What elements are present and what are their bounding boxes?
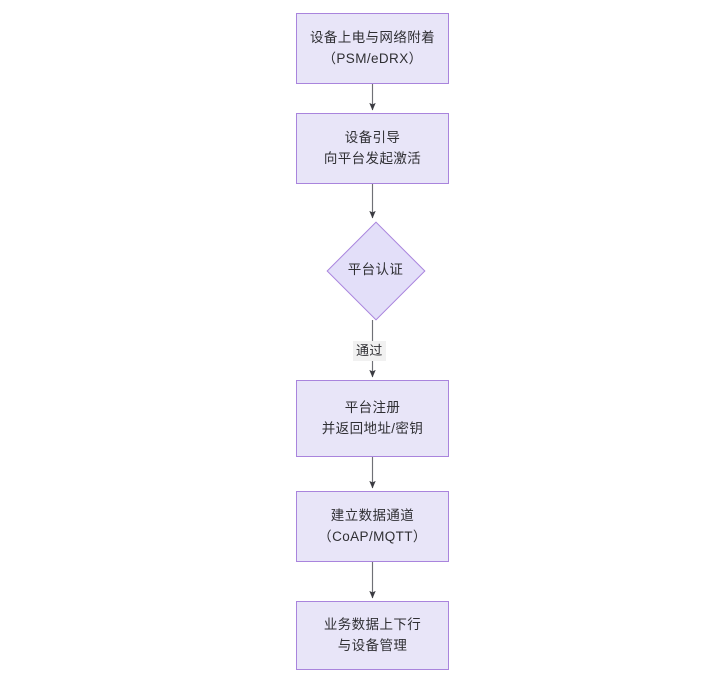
node-line: 建立数据通道 (330, 507, 415, 523)
node-device-bootstrap[interactable]: 设备引导 向平台发起激活 (296, 113, 449, 184)
node-business-data[interactable]: 业务数据上下行 与设备管理 (296, 601, 449, 670)
edge-label-pass: 通过 (353, 341, 386, 361)
node-line: （PSM/eDRX） (322, 50, 423, 66)
node-line: 平台注册 (344, 399, 401, 415)
node-line: 设备引导 (344, 129, 401, 145)
node-platform-registration[interactable]: 平台注册 并返回地址/密钥 (296, 380, 449, 457)
node-line: 并返回地址/密钥 (321, 420, 424, 436)
node-device-power-on[interactable]: 设备上电与网络附着 （PSM/eDRX） (296, 13, 449, 84)
node-line: 向平台发起激活 (323, 150, 422, 166)
node-line: 与设备管理 (337, 637, 408, 653)
node-line: （CoAP/MQTT） (318, 528, 427, 544)
edge-label-text: 通过 (356, 343, 383, 358)
node-line: 平台认证 (347, 262, 404, 278)
node-line: 业务数据上下行 (323, 616, 422, 632)
node-line: 设备上电与网络附着 (309, 29, 436, 45)
node-platform-authentication[interactable]: 平台认证 (326, 221, 425, 320)
node-data-channel[interactable]: 建立数据通道 （CoAP/MQTT） (296, 491, 449, 562)
